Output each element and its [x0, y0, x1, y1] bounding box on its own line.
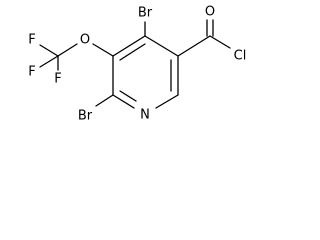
bond-c-f2 — [39, 55, 59, 68]
bond-o-cf3 — [57, 43, 78, 57]
bond-c3-c4-inner — [119, 43, 146, 61]
bond-c3-o — [92, 43, 114, 57]
atom-f-1: F — [28, 33, 35, 48]
bond-c6-n — [155, 94, 179, 109]
bond-n-c2 — [112, 94, 135, 109]
atom-labels: Br Br O O Cl N F F F — [28, 5, 246, 124]
structure-canvas: Br Br O O Cl N F F F — [0, 0, 260, 138]
atom-o-ether: O — [80, 33, 90, 48]
bond-c-cl — [209, 35, 231, 49]
chemical-structure: Br Br O O Cl N F F F — [28, 5, 246, 124]
atom-o-carbonyl: O — [205, 5, 215, 20]
atom-f-2: F — [28, 65, 35, 80]
atom-cl: Cl — [234, 49, 247, 64]
bond-c3-c4 — [112, 35, 146, 57]
atom-n: N — [140, 108, 150, 123]
atom-br-top: Br — [138, 6, 153, 21]
bond-c2-br — [95, 94, 114, 107]
atom-br-bottom: Br — [78, 109, 93, 124]
bond-c4-c5 — [144, 35, 179, 57]
bond-c-f1 — [39, 44, 59, 57]
bond-lines — [39, 19, 231, 109]
bond-c5-ccocl — [177, 35, 211, 57]
bond-n-c2-inner — [119, 90, 137, 102]
atom-f-3: F — [54, 72, 61, 87]
